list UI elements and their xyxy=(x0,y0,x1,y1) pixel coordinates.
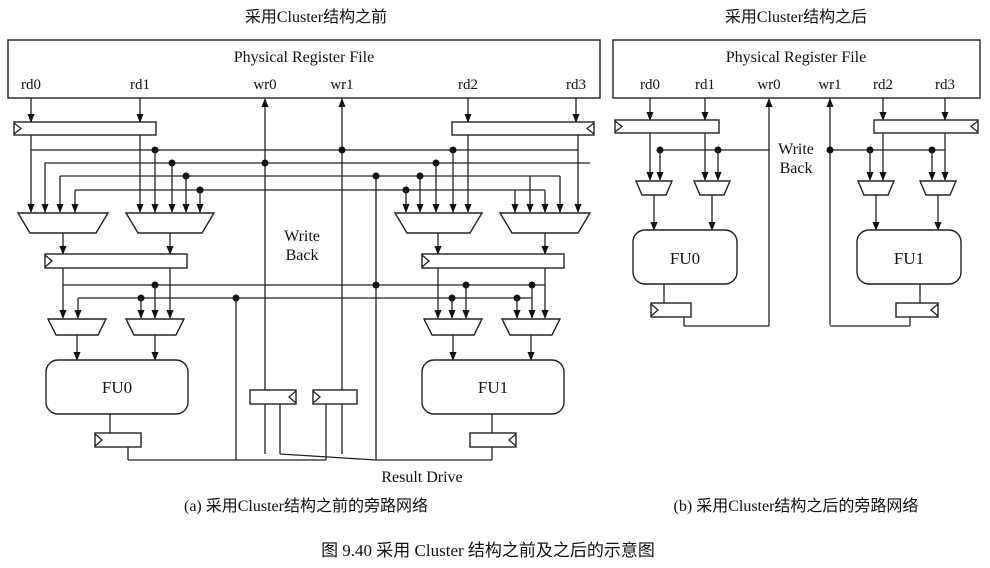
right-port-rd3: rd3 xyxy=(935,77,955,93)
left-heading: 采用Cluster结构之前 xyxy=(245,8,387,26)
right-port-rd0: rd0 xyxy=(640,77,660,93)
right-port-wr1: wr1 xyxy=(818,77,841,93)
left-mux-rd0 xyxy=(16,212,110,234)
left-diagram: 采用Cluster结构之前 Physical Register File rd0… xyxy=(7,8,601,515)
right-write-back-line1: Write xyxy=(778,141,814,158)
left-port-wr0: wr0 xyxy=(253,77,276,93)
right-port-wr0: wr0 xyxy=(757,77,780,93)
right-fu0-out-latch xyxy=(650,302,692,318)
right-write-back-line2: Back xyxy=(780,160,813,177)
left-fu1-label: FU1 xyxy=(478,378,508,397)
left-fu0-mux-b xyxy=(124,318,186,336)
left-result-latch-wr1 xyxy=(312,389,358,405)
left-fu1-mux-b xyxy=(500,318,562,336)
left-fu1 xyxy=(421,359,565,415)
left-read-latch-b xyxy=(451,121,595,136)
left-fu1-mux-a xyxy=(422,318,484,336)
right-fu1-mux-a xyxy=(856,180,896,196)
left-caption: (a) 采用Cluster结构之前的旁路网络 xyxy=(184,496,428,515)
right-register-file xyxy=(612,39,981,99)
left-mux-rd2 xyxy=(393,212,484,234)
left-port-wr1: wr1 xyxy=(330,77,353,93)
right-fu0 xyxy=(632,229,738,285)
right-caption: (b) 采用Cluster结构之后的旁路网络 xyxy=(674,496,919,515)
right-fu1 xyxy=(856,229,962,285)
right-register-file-label: Physical Register File xyxy=(726,49,866,66)
right-fu0-label: FU0 xyxy=(670,249,700,268)
left-read-latch-a xyxy=(13,121,157,136)
right-fu1-label: FU1 xyxy=(894,249,924,268)
right-fu1-mux-b xyxy=(918,180,958,196)
right-diagram: 采用Cluster结构之后 Physical Register File rd0… xyxy=(612,8,981,515)
right-read-latch-b xyxy=(873,119,979,134)
right-fu0-mux-a xyxy=(634,180,674,196)
right-fu1-out-latch xyxy=(895,302,939,318)
left-mux-rd1 xyxy=(124,212,216,234)
left-fu1-out-latch xyxy=(469,432,517,448)
left-result-latch-wr0 xyxy=(249,389,297,405)
left-register-file-label: Physical Register File xyxy=(234,49,374,66)
left-mux-rd3 xyxy=(498,212,592,234)
right-fu0-mux-b xyxy=(692,180,732,196)
left-operand-latch-a xyxy=(44,253,188,269)
left-port-rd2: rd2 xyxy=(458,77,478,93)
left-register-file xyxy=(7,39,601,99)
right-heading: 采用Cluster结构之后 xyxy=(725,8,867,26)
left-port-rd0: rd0 xyxy=(21,77,41,93)
left-fu0-label: FU0 xyxy=(102,378,132,397)
left-operand-latch-b xyxy=(421,253,565,269)
left-port-rd1: rd1 xyxy=(130,77,150,93)
left-write-back-line2: Back xyxy=(286,247,319,264)
left-fu0-mux-a xyxy=(46,318,108,336)
left-fu0 xyxy=(45,359,189,415)
right-port-rd2: rd2 xyxy=(873,77,893,93)
left-result-drive-label: Result Drive xyxy=(381,469,462,486)
left-port-rd3: rd3 xyxy=(566,77,586,93)
right-read-latch-a xyxy=(614,119,720,134)
figure-caption: 图 9.40 采用 Cluster 结构之前及之后的示意图 xyxy=(321,541,655,560)
left-fu0-out-latch xyxy=(94,432,142,448)
left-write-back-line1: Write xyxy=(284,228,320,245)
right-port-rd1: rd1 xyxy=(695,77,715,93)
